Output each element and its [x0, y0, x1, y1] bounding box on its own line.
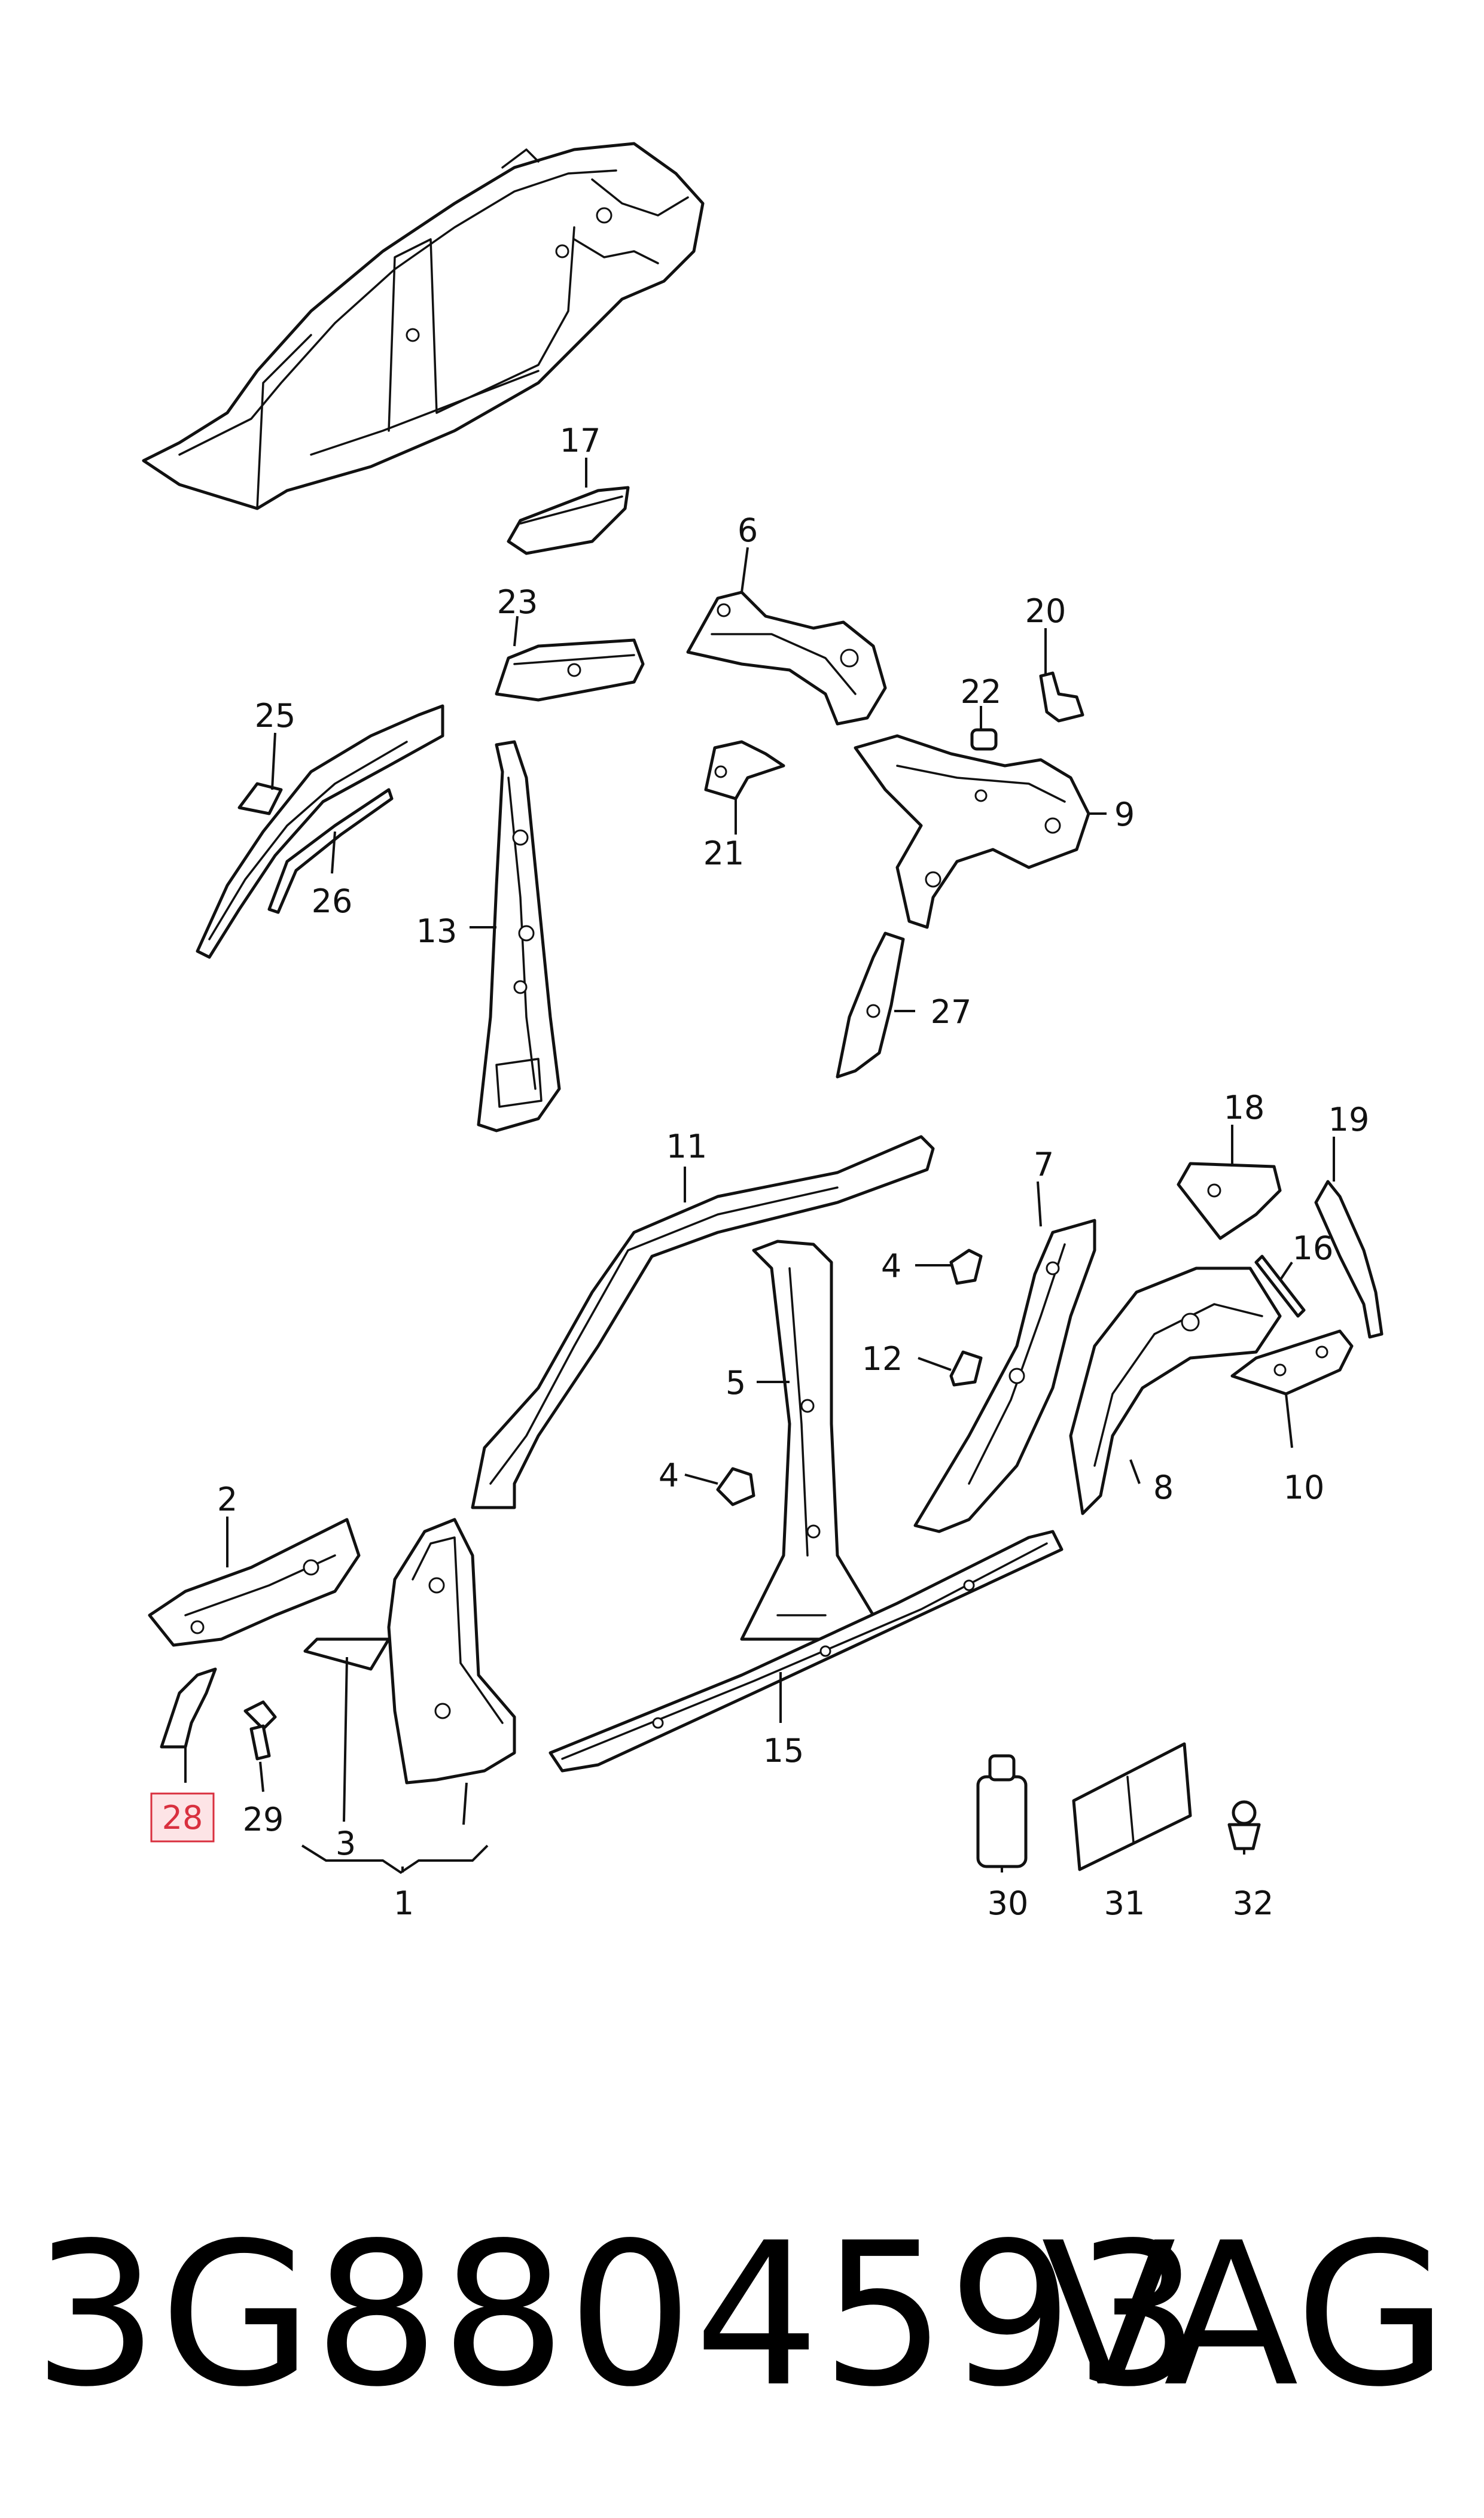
callout-13: 13: [416, 912, 458, 950]
callout-9: 9: [1114, 796, 1135, 833]
callout-18: 18: [1224, 1089, 1265, 1126]
callout-25: 25: [255, 697, 296, 735]
part-12-clip: [949, 1350, 983, 1387]
part-11-roof-frame: [471, 1135, 935, 1509]
callout-19: 19: [1328, 1101, 1370, 1138]
callout-4-upper: 4: [881, 1247, 901, 1285]
callout-10: 10: [1284, 1469, 1325, 1506]
part-18-bracket: [1177, 1162, 1282, 1240]
callout-4-lower: 4: [659, 1457, 679, 1494]
part-32-grommet: [1227, 1800, 1261, 1850]
part-20-bracket: [1039, 671, 1084, 723]
callout-12: 12: [862, 1340, 903, 1378]
part-7-c-pillar: [913, 1219, 1096, 1533]
callout-23: 23: [497, 583, 538, 621]
callout-17: 17: [560, 422, 601, 459]
part-1-a-pillar-lower: [387, 1518, 516, 1785]
callout-30: 30: [988, 1884, 1029, 1922]
part-25-roof-rail: [196, 704, 444, 959]
callout-11: 11: [666, 1128, 708, 1165]
part-5-b-pillar: [740, 1240, 875, 1641]
leader-lines: [184, 458, 1335, 1874]
callout-27: 27: [931, 993, 972, 1031]
callout-2: 2: [217, 1481, 237, 1518]
callout-16: 16: [1293, 1229, 1334, 1267]
brand-label: VAG: [1041, 2200, 1448, 2430]
part-4-clip-lower: [716, 1467, 755, 1506]
part-15-sill: [548, 1530, 1064, 1773]
callout-31: 31: [1104, 1884, 1145, 1922]
callout-3: 3: [336, 1825, 356, 1862]
callout-7: 7: [1034, 1146, 1054, 1183]
part-27-brace: [836, 931, 905, 1079]
callout-26: 26: [312, 882, 353, 920]
part-28-bracket: [160, 1667, 217, 1749]
part-19-brace: [1314, 1180, 1384, 1339]
part-29-bolt: [243, 1700, 277, 1761]
callout-21: 21: [703, 835, 745, 872]
callout-32: 32: [1233, 1884, 1274, 1922]
part-23-bracket: [495, 638, 645, 702]
part-22-plug: [970, 728, 998, 751]
callout-5: 5: [726, 1364, 746, 1402]
callout-labels: 17 6 23 20 25 22 9 21 26 13 27 18 11 19 …: [150, 422, 1370, 1922]
callout-15: 15: [763, 1732, 805, 1770]
callout-1: 1: [394, 1884, 414, 1922]
part-number-label: 3G8804593: [33, 2200, 1202, 2430]
body-side-overview: [142, 142, 705, 510]
exploded-parts-diagram: 17 6 23 20 25 22 9 21 26 13 27 18 11 19 …: [142, 142, 1384, 1922]
callout-6: 6: [738, 511, 758, 549]
callout-22: 22: [961, 673, 1002, 711]
callout-29: 29: [243, 1801, 284, 1838]
part-16-spacer: [1254, 1255, 1306, 1318]
callout-28: 28: [162, 1799, 203, 1837]
part-2-front-wheelhouse: [148, 1518, 361, 1647]
part-4-clip-upper: [949, 1249, 983, 1285]
part-13-pillar-inner: [477, 740, 561, 1132]
part-26-strip: [267, 788, 394, 914]
part-30-tube: [976, 1754, 1028, 1868]
part-31-pad: [1072, 1742, 1192, 1871]
callout-28-highlight-box: [150, 1792, 215, 1843]
callout-8: 8: [1153, 1469, 1174, 1506]
part-6-rear-inner: [686, 590, 887, 726]
part-21-bracket: [704, 740, 785, 800]
callout-20: 20: [1025, 592, 1066, 630]
part-8-wheelhouse-inner: [1069, 1266, 1282, 1515]
part-9-wheelhouse: [854, 734, 1090, 929]
part-17-cover: [507, 486, 630, 555]
